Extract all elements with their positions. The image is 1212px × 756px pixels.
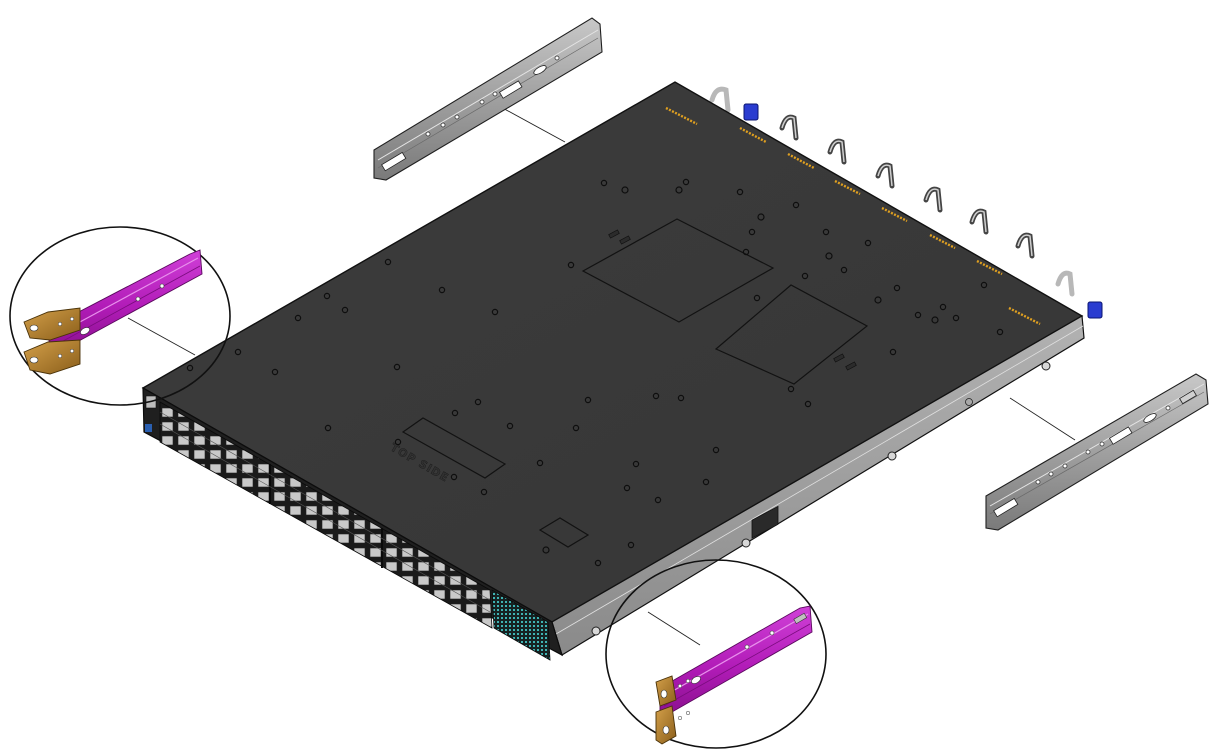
callout-circle-right	[605, 559, 827, 749]
top-screw-holes	[186, 178, 1004, 567]
rear-tab-right	[1087, 301, 1103, 319]
bracket-ear-lower-right	[655, 705, 677, 745]
label-plate-small	[538, 517, 590, 548]
chassis-top-panel	[141, 81, 1084, 623]
status-led-strips	[665, 106, 1041, 326]
rear-tab-left	[743, 103, 759, 121]
bracket-ear-upper	[23, 307, 81, 341]
leader-line-rear-right	[1009, 397, 1076, 441]
side-panel-features	[591, 361, 1051, 636]
front-port-array	[159, 401, 493, 629]
access-panel-small	[714, 284, 869, 385]
side-connector	[751, 505, 779, 539]
callout-circle-left	[9, 226, 231, 406]
front-bracket-right	[655, 605, 813, 745]
top-stickers	[608, 229, 857, 371]
rear-rail-left	[373, 17, 603, 181]
rear-handles-inner	[781, 116, 1033, 257]
switch-chassis: TOP SIDE	[141, 81, 1103, 661]
top-panel-features	[401, 218, 869, 548]
leader-line-front-left	[127, 317, 196, 356]
rear-rail-right	[985, 373, 1209, 531]
front-bracket-left-callout	[9, 226, 231, 406]
front-bracket-left	[23, 249, 203, 375]
access-panel-large	[581, 218, 775, 323]
rear-release-tabs	[743, 103, 1103, 319]
blue-locator-indicator	[145, 424, 152, 432]
leader-line-front-right	[647, 611, 701, 646]
uplink-port-block	[491, 589, 551, 661]
front-bracket-right-callout	[605, 559, 827, 749]
bracket-ear-lower	[23, 339, 81, 375]
label-plate	[401, 417, 507, 479]
